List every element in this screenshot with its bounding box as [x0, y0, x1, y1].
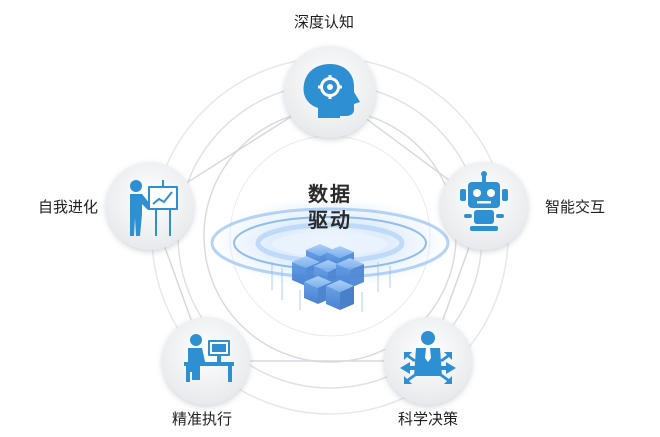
label-smart-interaction: 智能交互	[545, 198, 606, 216]
robot-icon	[460, 171, 508, 231]
label-deep-cognition: 深度认知	[294, 13, 355, 31]
label-self-evolution: 自我进化	[38, 198, 99, 216]
center-title-line1: 数据	[308, 182, 352, 206]
data-driven-core	[210, 197, 450, 312]
presenter-chart-icon	[130, 180, 178, 236]
person-at-desk-icon	[184, 334, 234, 382]
center-title: 数据 驱动	[288, 181, 372, 233]
node-circle-precise-execution	[162, 317, 250, 405]
label-scientific-decision: 科学决策	[398, 410, 459, 428]
label-precise-execution: 精准执行	[172, 410, 233, 428]
data-cube-cluster	[292, 244, 364, 310]
businessman-arrows-icon	[400, 331, 456, 384]
brain-gear-icon	[303, 64, 360, 118]
center-title-line2: 驱动	[308, 208, 352, 232]
